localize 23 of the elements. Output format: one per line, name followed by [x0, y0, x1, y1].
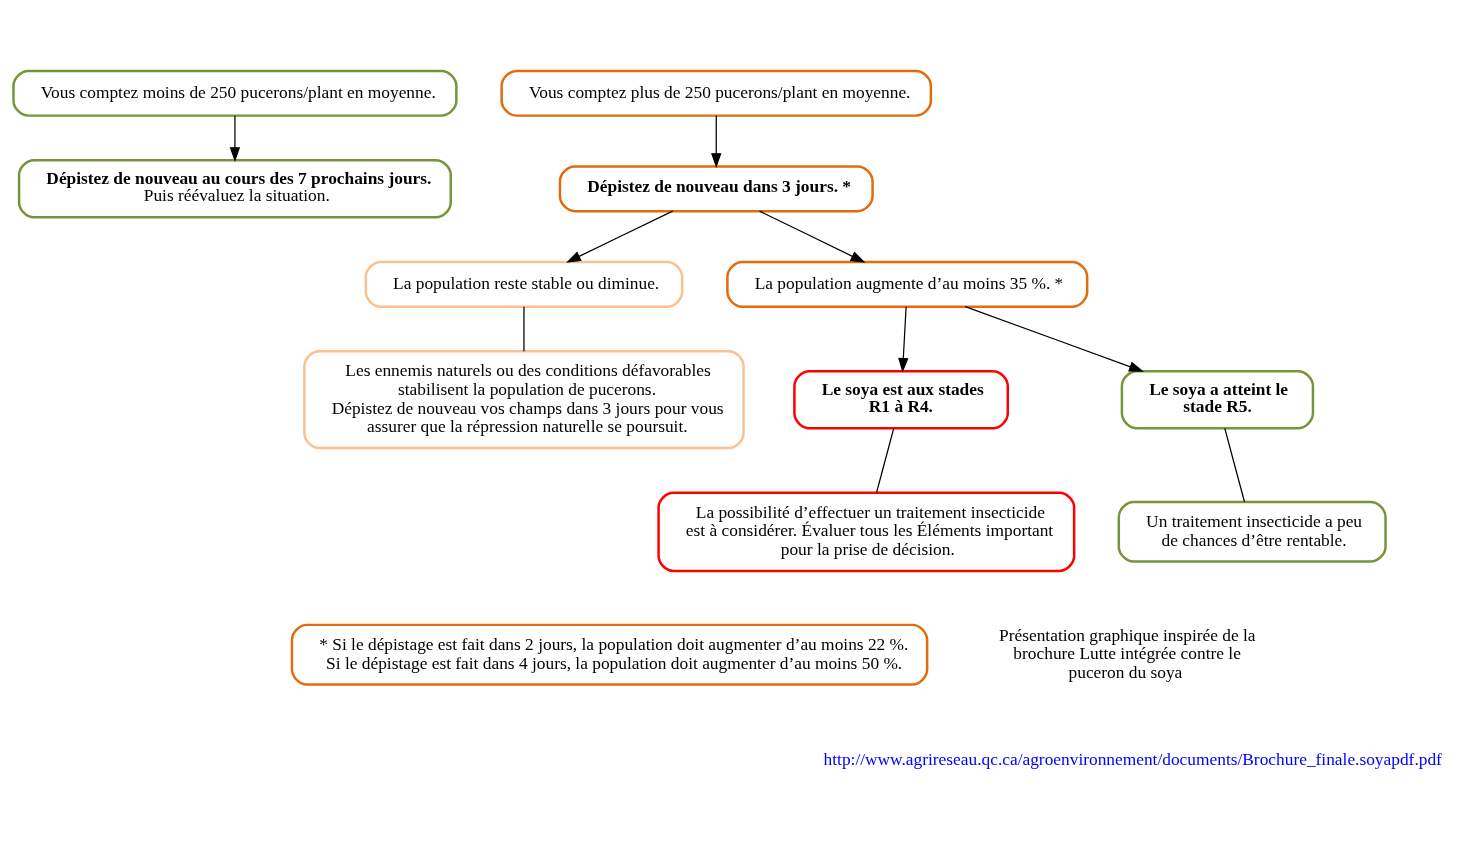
connector [1224, 427, 1246, 502]
connector [523, 305, 525, 352]
arrow [759, 210, 866, 263]
label: Présentation graphique inspirée de la brochure Lutte intégrée contre le puceron du soya [999, 625, 1256, 682]
arrow [964, 305, 1144, 372]
node-box: Dépistez de nouveau au cours des 7 prochains jours. Puis réévaluez la situation. [17, 158, 452, 219]
node-box: Le soya est aux stades R1 à R4. [793, 369, 1009, 429]
connector [876, 427, 895, 493]
node-box: Le soya a atteint le stade R5. [1120, 369, 1315, 429]
node-box: La population reste stable ou diminue. [364, 260, 684, 308]
node-box: Un traitement insecticide a peu de chances d’être rentable. [1117, 500, 1387, 563]
label: http://www.agrireseau.qc.ca/agroenvironnement/documents/Brochure_finale.soyapdf.pdf [823, 749, 1442, 769]
arrow [898, 305, 909, 373]
node-box: Vous comptez moins de 250 pucerons/plant en moyenne. [12, 69, 458, 117]
node-box: Dépistez de nouveau dans 3 jours. * [558, 164, 874, 212]
node-box: La possibilité d’effectuer un traitement insecticide est à considérer. Évaluer tous les Éléments important pour la prise de décision. [657, 491, 1076, 572]
arrow [566, 210, 674, 263]
arrow [711, 114, 722, 168]
arrow [229, 114, 241, 162]
node-box: La population augmente d’au moins 35 %. * [726, 260, 1089, 308]
node-box: Vous comptez plus de 250 pucerons/plant en moyenne. [500, 69, 933, 117]
node-box: Les ennemis naturels ou des conditions défavorables stabilisent la population de pucerons. Dépistez de nouveau vos champs dans 3 jours pour vous assurer que la répression naturelle se poursuit. [303, 349, 745, 449]
node-box: * Si le dépistage est fait dans 2 jours, la population doit augmenter d’au moins 22 %. Si le dépistage est fait dans 4 jours, la population doit augmenter d’au moins 50 %. [290, 623, 929, 686]
